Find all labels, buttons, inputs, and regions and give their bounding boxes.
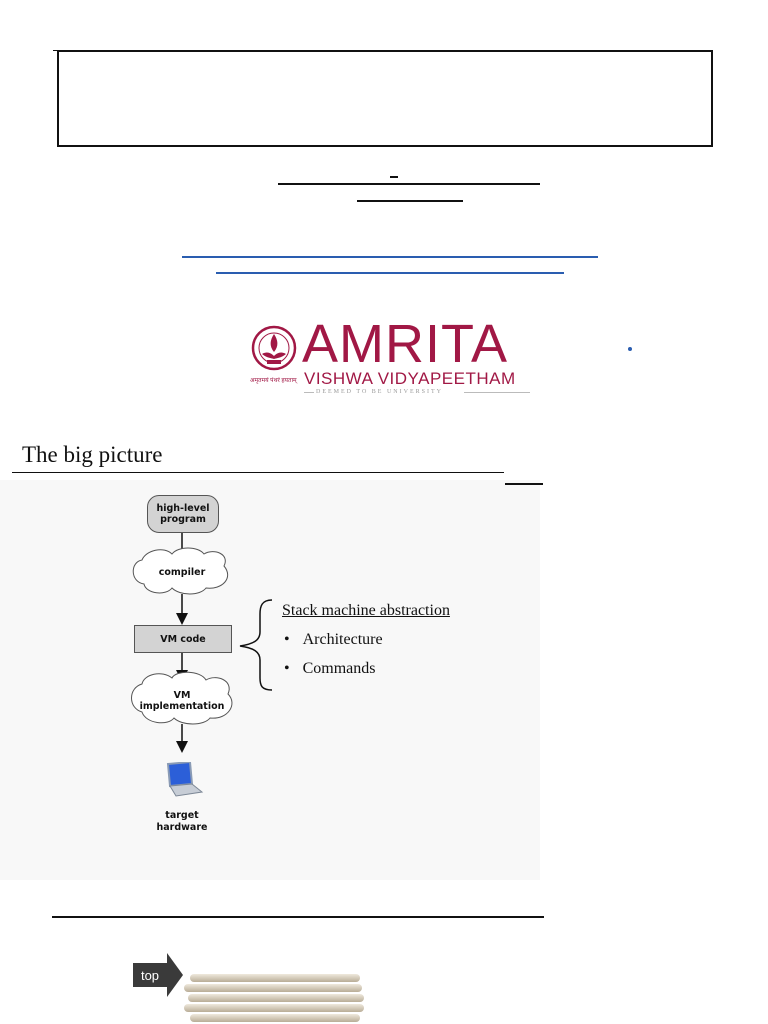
bullet-label: Commands (302, 660, 376, 677)
blue-dot (628, 347, 632, 351)
header-tick (53, 50, 58, 51)
amrita-logo (248, 318, 538, 398)
bullet-commands: • Commands (284, 661, 376, 677)
vm-implementation-label: VM implementation (139, 690, 225, 713)
emblem-icon (251, 325, 297, 371)
top-button[interactable]: top (133, 963, 167, 987)
stack-abstraction-title: Stack machine abstraction (282, 602, 450, 619)
section-rule (12, 472, 504, 473)
target-hardware-label: target hardware (156, 810, 208, 833)
bullet-dot: • (284, 631, 290, 648)
section-rule-tail (505, 483, 543, 485)
title-rule (278, 183, 540, 185)
vm-code-node: VM code (134, 625, 232, 653)
laptop-icon (166, 762, 204, 797)
header-box (57, 50, 713, 147)
bottom-rule (52, 916, 544, 918)
compiler-cloud (132, 547, 229, 595)
title-dash (390, 176, 398, 178)
high-level-program-node: high-level program (147, 495, 219, 533)
arrow-right-icon[interactable] (167, 953, 183, 997)
section-title: The big picture (22, 442, 163, 467)
compiler-label: compiler (158, 567, 206, 578)
logo-name: AMRITA (302, 314, 508, 374)
plate-stack-icon (184, 974, 364, 1022)
logo-divider (304, 392, 314, 393)
link-underline-1[interactable] (182, 256, 598, 258)
subtitle-rule (357, 200, 463, 202)
logo-subtitle: VISHWA VIDYAPEETHAM (304, 369, 516, 388)
figure-panel (0, 480, 540, 880)
diagram-connectors (131, 531, 273, 753)
logo-deemed: DEEMED TO BE UNIVERSITY (316, 389, 443, 395)
bullet-label: Architecture (302, 631, 383, 648)
logo-tagline: अमृतमयं पंथरं हयताम् (250, 378, 297, 384)
brace (239, 599, 273, 691)
logo-divider (464, 392, 530, 393)
bullet-architecture: • Architecture (284, 632, 383, 648)
bullet-dot: • (284, 660, 290, 677)
vm-implementation-cloud (131, 671, 233, 725)
link-underline-2[interactable] (216, 272, 564, 274)
